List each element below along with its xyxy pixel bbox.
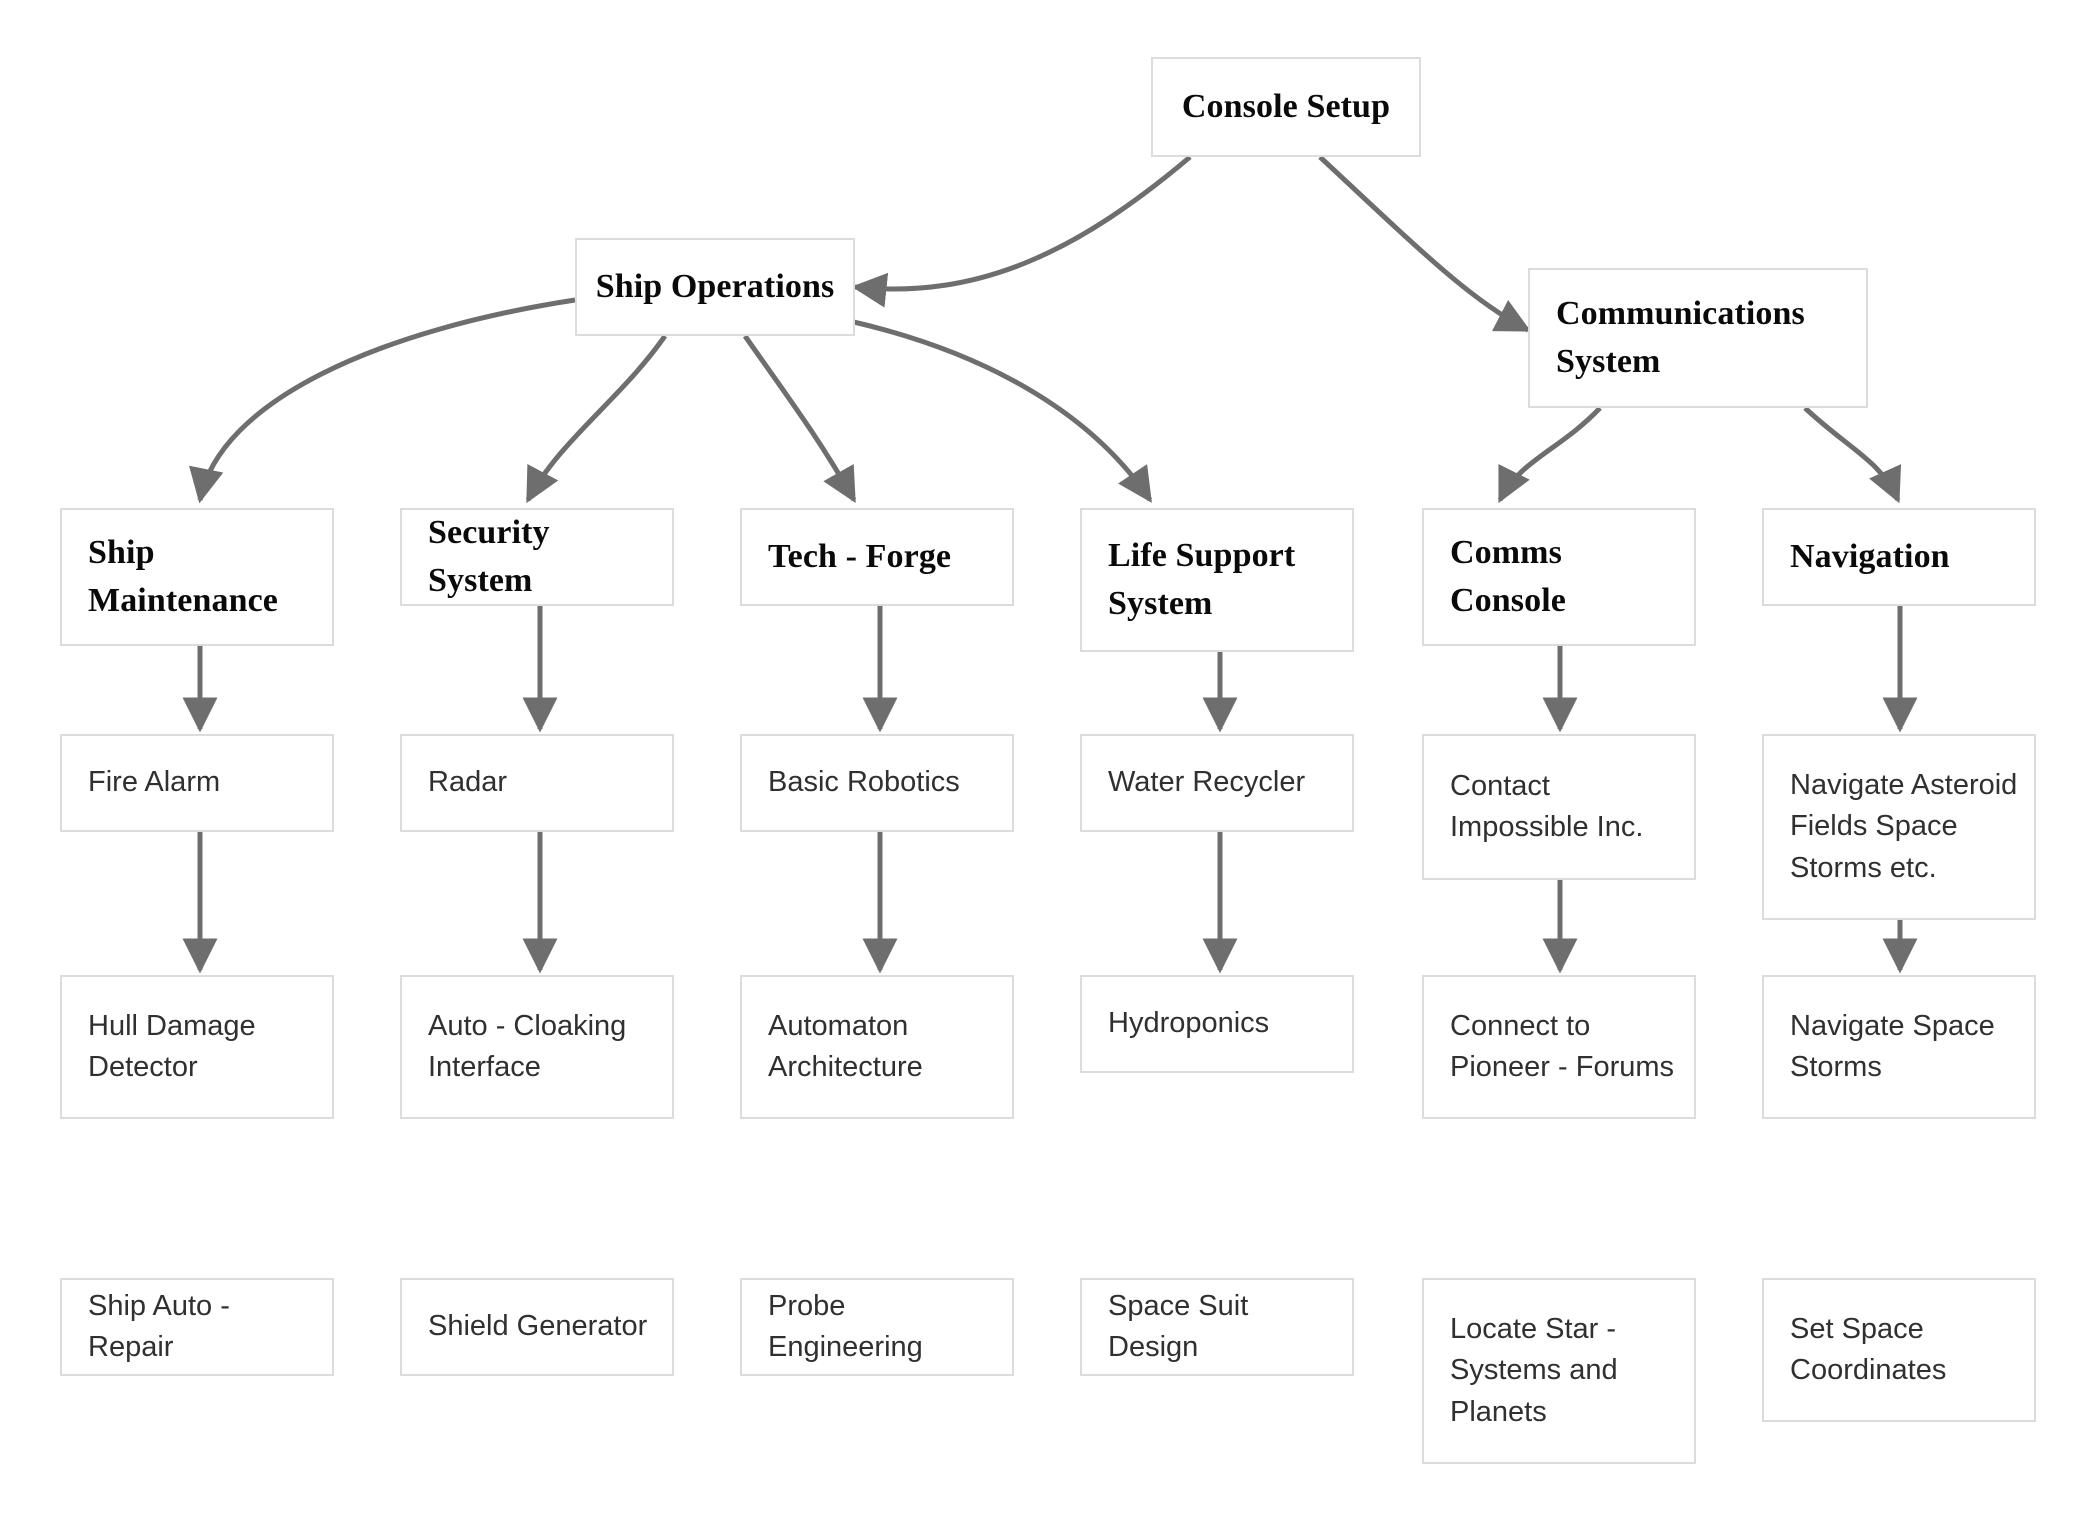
node-hydroponics[interactable]: Hydroponics bbox=[1080, 975, 1354, 1073]
edge-ship-operations-to-security-system bbox=[525, 334, 668, 504]
node-console-setup[interactable]: Console Setup bbox=[1151, 57, 1421, 157]
node-life-support-system[interactable]: Life Support System bbox=[1080, 508, 1354, 652]
node-probe-engineering-label: Probe Engineering bbox=[768, 1289, 923, 1363]
node-communications-system[interactable]: Communications System bbox=[1528, 268, 1868, 408]
node-comms-console[interactable]: Comms Console bbox=[1422, 508, 1696, 646]
node-probe-engineering[interactable]: Probe Engineering bbox=[740, 1278, 1014, 1376]
edge-ship-operations-to-ship-maintenance bbox=[189, 297, 576, 504]
node-ship-operations-label: Ship Operations bbox=[595, 267, 835, 305]
node-hull-damage-detector-label: Hull Damage Detector bbox=[88, 1009, 256, 1083]
node-fire-alarm[interactable]: Fire Alarm bbox=[60, 734, 334, 832]
node-basic-robotics[interactable]: Basic Robotics bbox=[740, 734, 1014, 832]
edge-communications-system-to-comms-console bbox=[1497, 406, 1602, 504]
node-ship-maintenance-label: Ship Maintenance bbox=[88, 533, 278, 619]
node-navigation[interactable]: Navigation bbox=[1762, 508, 2036, 606]
node-ship-auto-repair[interactable]: Ship Auto - Repair bbox=[60, 1278, 334, 1376]
node-water-recycler[interactable]: Water Recycler bbox=[1080, 734, 1354, 832]
node-navigate-space-storms-label: Navigate Space Storms bbox=[1790, 1009, 1995, 1083]
node-contact-impossible-inc-label: Contact Impossible Inc. bbox=[1450, 769, 1644, 843]
node-connect-to-pioneer-forums-label: Connect to Pioneer - Forums bbox=[1450, 1009, 1675, 1083]
edge-ship-operations-to-tech-forge bbox=[742, 334, 857, 504]
node-ship-operations[interactable]: Ship Operations bbox=[575, 238, 855, 336]
node-auto-cloaking-interface-label: Auto - Cloaking Interface bbox=[428, 1009, 627, 1083]
node-ship-maintenance[interactable]: Ship Maintenance bbox=[60, 508, 334, 646]
node-tech-forge-label: Tech - Forge bbox=[768, 537, 952, 575]
node-security-system-label: Security System bbox=[428, 513, 550, 599]
node-console-setup-label: Console Setup bbox=[1181, 87, 1391, 125]
node-security-system[interactable]: Security System bbox=[400, 508, 674, 606]
node-space-suit-design[interactable]: Space Suit Design bbox=[1080, 1278, 1354, 1376]
node-navigate-asteroid-fields[interactable]: Navigate Asteroid Fields Space Storms et… bbox=[1762, 734, 2036, 920]
edge-ship-operations-to-life-support-system bbox=[844, 317, 1153, 503]
node-basic-robotics-label: Basic Robotics bbox=[768, 766, 960, 799]
edge-console-setup-to-communications-system bbox=[1318, 155, 1532, 333]
node-shield-generator[interactable]: Shield Generator bbox=[400, 1278, 674, 1376]
node-hydroponics-label: Hydroponics bbox=[1108, 1007, 1270, 1040]
node-ship-auto-repair-label: Ship Auto - Repair bbox=[88, 1289, 230, 1363]
node-shield-generator-label: Shield Generator bbox=[428, 1310, 648, 1343]
node-fire-alarm-label: Fire Alarm bbox=[88, 766, 221, 799]
node-life-support-system-label: Life Support System bbox=[1108, 536, 1296, 622]
node-comms-console-label: Comms Console bbox=[1450, 533, 1566, 619]
node-auto-cloaking-interface[interactable]: Auto - Cloaking Interface bbox=[400, 975, 674, 1119]
node-navigate-asteroid-fields-label: Navigate Asteroid Fields Space Storms et… bbox=[1790, 769, 2018, 884]
node-communications-system-label: Communications System bbox=[1556, 294, 1805, 380]
node-contact-impossible-inc[interactable]: Contact Impossible Inc. bbox=[1422, 734, 1696, 880]
node-navigate-space-storms[interactable]: Navigate Space Storms bbox=[1762, 975, 2036, 1119]
node-water-recycler-label: Water Recycler bbox=[1108, 766, 1306, 799]
node-locate-star-systems-and-planets[interactable]: Locate Star - Systems and Planets bbox=[1422, 1278, 1696, 1464]
edge-communications-system-to-navigation bbox=[1803, 406, 1902, 504]
node-automaton-architecture[interactable]: Automaton Architecture bbox=[740, 975, 1014, 1119]
node-navigation-label: Navigation bbox=[1790, 537, 1950, 575]
node-space-suit-design-label: Space Suit Design bbox=[1108, 1289, 1249, 1363]
node-locate-star-systems-and-planets-label: Locate Star - Systems and Planets bbox=[1450, 1313, 1618, 1428]
node-set-space-coordinates-label: Set Space Coordinates bbox=[1790, 1312, 1947, 1386]
node-connect-to-pioneer-forums[interactable]: Connect to Pioneer - Forums bbox=[1422, 975, 1696, 1119]
node-set-space-coordinates[interactable]: Set Space Coordinates bbox=[1762, 1278, 2036, 1422]
node-tech-forge[interactable]: Tech - Forge bbox=[740, 508, 1014, 606]
node-radar-label: Radar bbox=[428, 766, 507, 799]
node-hull-damage-detector[interactable]: Hull Damage Detector bbox=[60, 975, 334, 1119]
node-radar[interactable]: Radar bbox=[400, 734, 674, 832]
edge-console-setup-to-ship-operations bbox=[851, 155, 1192, 308]
node-automaton-architecture-label: Automaton Architecture bbox=[768, 1009, 923, 1083]
